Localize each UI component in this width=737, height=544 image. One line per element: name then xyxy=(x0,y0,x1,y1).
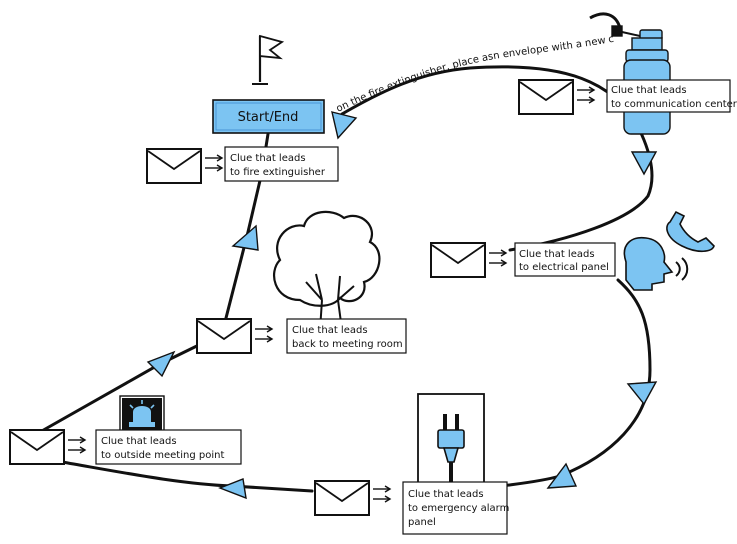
phone-icon xyxy=(666,210,715,253)
clue-box-communication-center[interactable]: Clue that leads to communication center xyxy=(606,79,737,113)
arrow-triangle xyxy=(218,478,247,500)
envelope-icon xyxy=(314,480,370,516)
route-electrical-to-comms xyxy=(340,65,654,252)
envelope-icon xyxy=(196,318,252,354)
clue-line: back to meeting room xyxy=(292,339,403,350)
clue-line: to electrical panel xyxy=(519,262,609,273)
double-arrow-icon xyxy=(204,154,223,172)
arrow-triangle xyxy=(630,151,658,176)
double-arrow-icon xyxy=(488,249,507,267)
clue-line: Clue that leads xyxy=(408,489,484,500)
arrow-triangle xyxy=(331,111,358,140)
clue-line: to communication center xyxy=(611,99,737,110)
arrow-triangle xyxy=(231,224,259,251)
clue-line: panel xyxy=(408,517,436,528)
double-arrow-icon xyxy=(372,485,391,503)
clue-line: to emergency alarm xyxy=(408,503,509,514)
arrow-triangle xyxy=(626,381,658,406)
clue-box-electrical-panel[interactable]: Clue that leads to electrical panel xyxy=(514,242,616,277)
envelope-icon xyxy=(146,148,202,184)
clue-line: to fire extinguisher xyxy=(230,167,326,178)
clue-line: to outside meeting point xyxy=(101,450,224,461)
route-outside-to-alarm xyxy=(60,460,314,493)
clue-box-meeting-room[interactable]: Clue that leads back to meeting room xyxy=(286,318,407,354)
clue-box-outside-meeting-point[interactable]: Clue that leads to outside meeting point xyxy=(95,429,242,465)
speaking-head-icon xyxy=(623,236,689,291)
path-arrows xyxy=(146,111,658,500)
start-end-label: Start/End xyxy=(238,110,299,125)
double-arrow-icon xyxy=(576,86,595,104)
envelope-icon xyxy=(518,79,574,115)
fire-extinguisher-icon xyxy=(589,12,671,135)
arrow-triangle xyxy=(546,462,578,489)
start-end-node[interactable]: Start/End xyxy=(212,99,325,134)
arrow-triangle xyxy=(146,350,176,378)
tree-icon xyxy=(272,210,381,331)
siren-icon xyxy=(119,395,165,435)
envelope-icon xyxy=(430,242,486,278)
clue-box-emergency-alarm-panel[interactable]: Clue that leads to emergency alarm panel xyxy=(402,481,509,535)
clue-box-fire-extinguisher[interactable]: Clue that leads to fire extinguisher xyxy=(224,146,339,182)
envelope-icon xyxy=(9,429,65,465)
double-arrow-icon xyxy=(254,325,273,343)
clue-line: Clue that leads xyxy=(230,153,306,164)
clue-line: Clue that leads xyxy=(292,325,368,336)
route-alarm-to-electrical xyxy=(438,278,652,494)
double-arrow-icon xyxy=(67,436,86,454)
clue-line: Clue that leads xyxy=(611,85,687,96)
flag-icon xyxy=(252,34,285,85)
clue-line: Clue that leads xyxy=(101,436,177,447)
clue-line: Clue that leads xyxy=(519,249,595,260)
